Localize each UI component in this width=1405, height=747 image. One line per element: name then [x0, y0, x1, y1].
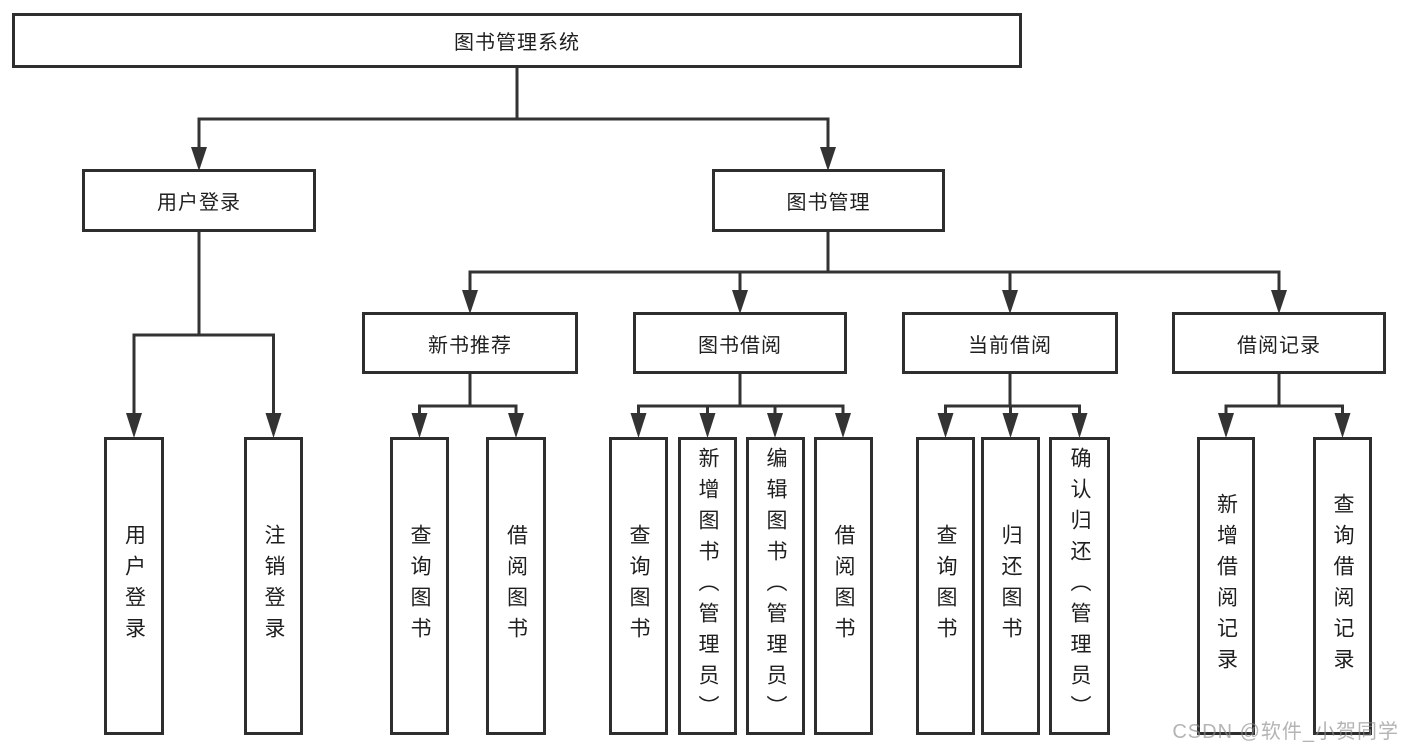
leaf-query-books-borrow-label: 查询图书: [627, 524, 650, 648]
leaf-query-books-borrow: 查询图书: [609, 437, 668, 735]
csdn-watermark: CSDN @软件_小贺同学: [1172, 721, 1399, 743]
wire-newbook-to-leaves: [418, 372, 518, 415]
leaf-edit-book-admin-label: 编辑图书（管理员）: [764, 446, 787, 726]
node-book-borrow: 图书借阅: [633, 312, 847, 374]
leaf-query-books-recommend: 查询图书: [390, 437, 449, 735]
arrowhead: [1271, 290, 1287, 314]
arrowhead: [835, 413, 851, 438]
leaf-query-borrow-record: 查询借阅记录: [1313, 437, 1372, 735]
arrowhead: [126, 413, 142, 438]
leaf-add-book-admin-label: 新增图书（管理员）: [696, 446, 719, 726]
arrowhead: [1334, 413, 1351, 438]
arrowhead: [508, 413, 524, 438]
leaf-query-books-current: 查询图书: [916, 437, 975, 735]
arrowhead: [1002, 413, 1019, 438]
wire-borrowrecords-to-leaves: [1224, 372, 1344, 415]
leaf-confirm-return-admin: 确认归还（管理员）: [1049, 437, 1110, 735]
arrowheads: [126, 147, 1351, 438]
arrowhead: [265, 413, 282, 438]
leaf-add-book-admin: 新增图书（管理员）: [678, 437, 737, 735]
arrowhead: [767, 413, 783, 438]
leaf-borrow-books-borrow-label: 借阅图书: [832, 524, 855, 648]
arrowhead: [630, 413, 647, 438]
leaf-query-books-recommend-label: 查询图书: [408, 524, 431, 648]
wire-bookmgmt-to-level3: [468, 230, 1281, 292]
arrowhead: [191, 147, 207, 171]
leaf-return-books-label: 归还图书: [999, 524, 1022, 648]
arrowhead: [462, 290, 478, 314]
leaf-add-borrow-record-label: 新增借阅记录: [1214, 493, 1238, 679]
node-current-borrow: 当前借阅: [902, 312, 1118, 374]
leaf-logout: 注销登录: [244, 437, 303, 735]
node-new-book-recommend: 新书推荐: [362, 312, 578, 374]
arrowhead: [820, 147, 836, 171]
arrowhead: [411, 413, 428, 438]
node-book-management: 图书管理: [712, 169, 945, 232]
arrowhead: [1071, 413, 1088, 438]
node-library-management-system: 图书管理系统: [12, 13, 1022, 68]
leaf-borrow-books-recommend-label: 借阅图书: [504, 524, 528, 648]
leaf-user-login: 用户登录: [104, 437, 164, 735]
arrowhead: [732, 290, 748, 314]
leaf-query-books-current-label: 查询图书: [934, 524, 957, 648]
wire-root-to-level2: [197, 66, 830, 149]
leaf-borrow-books-borrow: 借阅图书: [814, 437, 873, 735]
leaf-query-borrow-record-label: 查询借阅记录: [1331, 493, 1354, 679]
leaf-return-books: 归还图书: [981, 437, 1040, 735]
leaf-borrow-books-recommend: 借阅图书: [486, 437, 546, 735]
arrowhead: [1218, 413, 1234, 438]
leaf-logout-label: 注销登录: [262, 524, 285, 648]
leaf-edit-book-admin: 编辑图书（管理员）: [746, 437, 805, 735]
node-user-login: 用户登录: [82, 169, 316, 232]
node-borrow-records: 借阅记录: [1172, 312, 1386, 374]
wire-bookborrow-to-leaves: [637, 372, 845, 415]
arrowhead: [699, 413, 716, 438]
leaf-add-borrow-record: 新增借阅记录: [1197, 437, 1255, 735]
arrowhead: [1002, 290, 1018, 314]
arrowhead: [937, 413, 954, 438]
leaf-confirm-return-admin-label: 确认归还（管理员）: [1068, 446, 1091, 726]
leaf-user-login-label: 用户登录: [122, 524, 146, 648]
wire-userlogin-to-leaves: [132, 230, 275, 415]
wire-currentborrow-to-leaves: [944, 372, 1081, 415]
